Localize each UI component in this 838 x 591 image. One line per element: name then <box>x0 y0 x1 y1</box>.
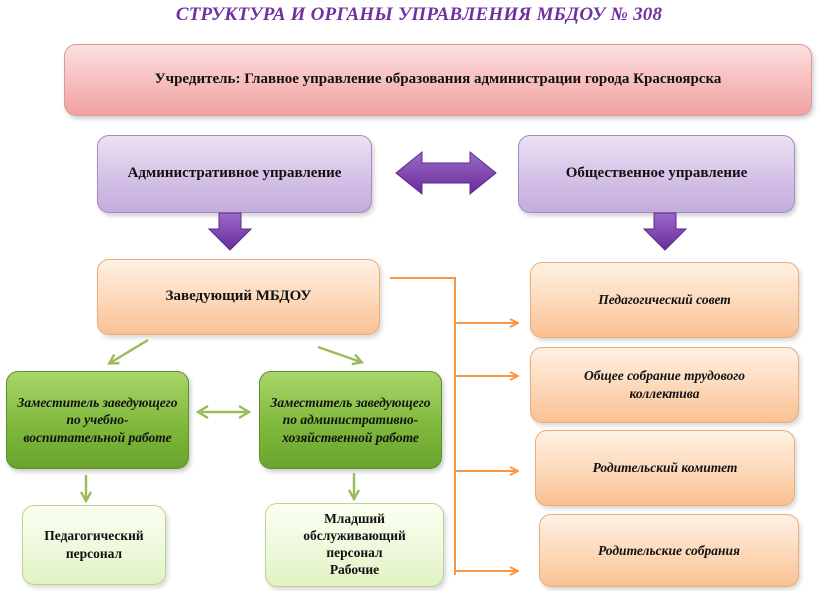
teaching-staff-label: Педагогический персонал <box>44 528 144 561</box>
deputy-edu-box: Заместитель заведующего по учебно-воспит… <box>6 371 189 469</box>
general-meeting-label: Общее собрание трудового коллектива <box>584 368 745 401</box>
founder-label: Учредитель: Главное управление образован… <box>154 71 722 88</box>
service-staff-line-4: Рабочие <box>329 561 380 577</box>
parent-meetings-label: Родительские собрания <box>598 542 740 558</box>
page-title: СТРУКТУРА И ОРГАНЫ УПРАВЛЕНИЯ МБДОУ № 30… <box>175 4 663 25</box>
parent-meetings-box: Родительские собрания <box>539 514 799 587</box>
deputies-double-arrow <box>195 404 252 420</box>
deputy-edu-label: Заместитель заведующего по учебно-воспит… <box>17 394 178 445</box>
service-staff-line-1: Младший <box>324 511 385 527</box>
green-arrows <box>86 338 361 500</box>
head-to-public-connector <box>390 277 517 575</box>
teaching-staff-box: Педагогический персонал <box>22 505 166 585</box>
pedagogical-council-box: Педагогический совет <box>530 262 799 338</box>
admin-management-label: Административное управление <box>127 165 342 182</box>
parent-committee-box: Родительский комитет <box>535 430 795 506</box>
down-arrow-public <box>642 212 688 251</box>
head-box: Заведующий МБДОУ <box>97 259 380 335</box>
admin-management-box: Административное управление <box>97 135 372 213</box>
founder-box: Учредитель: Главное управление образован… <box>64 44 812 116</box>
service-staff-line-2: обслуживающий <box>303 528 406 544</box>
public-management-label: Общественное управление <box>565 165 748 182</box>
pedagogical-council-label: Педагогический совет <box>598 292 731 308</box>
general-meeting-box: Общее собрание трудового коллектива <box>530 347 799 423</box>
deputy-admin-label: Заместитель заведующего по административ… <box>270 394 431 445</box>
head-label: Заведующий МБДОУ <box>165 288 312 305</box>
down-arrow-admin-head <box>207 212 253 251</box>
service-staff-box: Младший обслуживающий персонал Рабочие <box>265 503 444 587</box>
deputy-admin-box: Заместитель заведующего по административ… <box>259 371 442 469</box>
service-staff-line-3: персонал <box>326 545 383 560</box>
double-arrow-admin-public <box>395 150 497 196</box>
parent-committee-label: Родительский комитет <box>592 460 738 476</box>
